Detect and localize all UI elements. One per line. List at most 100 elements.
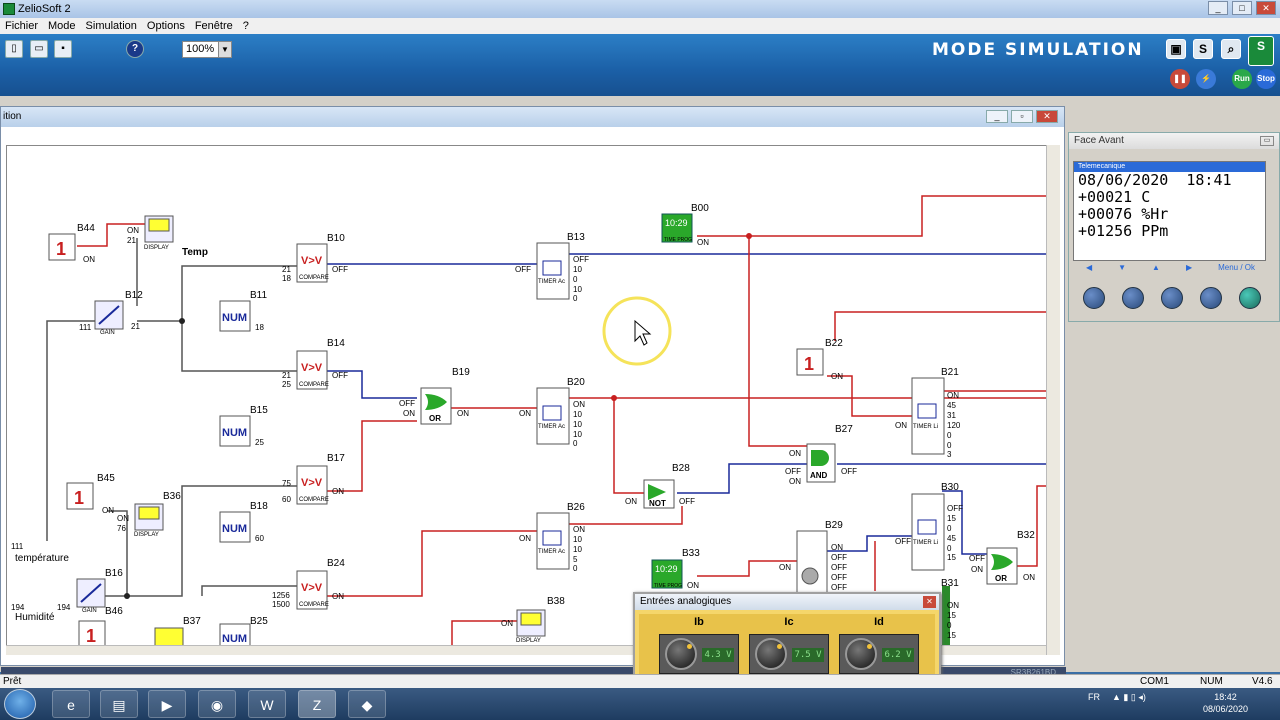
and-gate-b27[interactable]: AND	[806, 443, 836, 483]
left-button[interactable]	[1083, 287, 1105, 309]
svg-text:TIMER Ac: TIMER Ac	[538, 279, 565, 285]
zeliosoft-taskbar-icon[interactable]: Z	[298, 690, 336, 718]
new-file-icon[interactable]: ▯	[5, 40, 23, 58]
const-block-b45[interactable]: 1	[66, 482, 94, 510]
maximize-button[interactable]: □	[1232, 1, 1252, 15]
time-prog-b00[interactable]: 10:29 TIME PROG	[661, 213, 693, 243]
child-minimize-button[interactable]: _	[986, 110, 1008, 123]
diagram-window-title: ition _ ▫ ✕	[1, 107, 1064, 127]
block-b29[interactable]	[796, 530, 828, 602]
child-close-button[interactable]: ✕	[1036, 110, 1058, 123]
num-block-b25[interactable]: NUM	[219, 623, 251, 645]
svg-text:OFF: OFF	[969, 554, 985, 563]
wire	[137, 265, 297, 322]
const-block-b22[interactable]: 1	[796, 348, 824, 376]
pause-icon[interactable]: ❚❚	[1170, 69, 1190, 89]
display-block-b38[interactable]: DISPLAY	[516, 609, 546, 644]
timer-block-b21[interactable]: TIMER Li	[911, 377, 945, 455]
menu-ok-button[interactable]	[1239, 287, 1261, 309]
monitor-icon[interactable]: ▣	[1166, 39, 1186, 59]
gain-block-b12[interactable]: GAIN	[94, 300, 124, 336]
ie-icon[interactable]: e	[52, 690, 90, 718]
svg-text:45: 45	[947, 534, 956, 543]
humidite-label: Humidité	[15, 612, 55, 623]
compare-block-b17[interactable]: V>V COMPARE	[296, 465, 329, 505]
display-block-b44[interactable]: DISPLAY	[144, 215, 174, 251]
chrome-icon[interactable]: ◉	[198, 690, 236, 718]
analog-value: 7.5 V	[792, 648, 824, 662]
timer-block-b30[interactable]: TIMER Li	[911, 493, 945, 571]
language-indicator[interactable]: FR	[1088, 692, 1100, 702]
app-taskbar-icon[interactable]: ◆	[348, 690, 386, 718]
svg-text:COMPARE: COMPARE	[299, 602, 329, 608]
help-icon[interactable]: ?	[126, 40, 144, 58]
display-block-b37[interactable]	[154, 627, 184, 645]
wire	[567, 506, 683, 525]
tray-icons[interactable]: ▲ ▮ ▯ ◂)	[1112, 692, 1146, 702]
folder-icon[interactable]: ▤	[100, 690, 138, 718]
analog-input-id: Id 6.2 V	[839, 616, 919, 674]
menu-help[interactable]: ?	[242, 20, 249, 32]
save-icon[interactable]: ▪	[54, 40, 72, 58]
timer-block-b13[interactable]: TIMER Ac	[536, 242, 570, 300]
zoom-icon[interactable]: ⌕	[1221, 39, 1241, 59]
down-button[interactable]	[1122, 287, 1144, 309]
horizontal-scrollbar[interactable]	[6, 645, 1046, 655]
lightning-icon[interactable]: ⚡	[1196, 69, 1216, 89]
num-block-b15[interactable]: NUM	[219, 415, 251, 447]
run-button[interactable]: Run	[1232, 69, 1252, 89]
close-button[interactable]: ✕	[1256, 1, 1276, 15]
zoom-select[interactable]: 100% ▼	[182, 41, 232, 58]
block-b31[interactable]	[942, 586, 950, 645]
menu-simulation[interactable]: Simulation	[85, 20, 137, 32]
svg-text:COMPARE: COMPARE	[299, 497, 329, 503]
analog-knob[interactable]	[665, 638, 697, 670]
face-avant-close-button[interactable]: ▭	[1260, 136, 1274, 146]
menu-fenetre[interactable]: Fenêtre	[194, 20, 233, 32]
svg-text:194: 194	[11, 603, 25, 612]
temperature-label: température	[15, 553, 69, 564]
gain-block-b16[interactable]: GAIN	[76, 578, 106, 614]
analog-knob[interactable]	[845, 638, 877, 670]
open-folder-icon[interactable]: ▭	[30, 40, 48, 58]
vertical-scrollbar[interactable]	[1046, 145, 1060, 655]
s-icon[interactable]: S	[1193, 39, 1213, 59]
or-gate-b32[interactable]: OR	[986, 547, 1018, 585]
menu-fichier[interactable]: Fichier	[5, 20, 39, 32]
compare-block-b14[interactable]: V>V COMPARE	[296, 350, 329, 390]
svg-text:OFF: OFF	[947, 504, 963, 513]
time-prog-b33[interactable]: 10:29 TIME PROG	[651, 559, 683, 589]
svg-text:TIMER Ac: TIMER Ac	[538, 424, 565, 430]
compare-block-b10[interactable]: V>V COMPARE	[296, 243, 329, 283]
svg-text:76: 76	[117, 524, 126, 533]
word-icon[interactable]: W	[248, 690, 286, 718]
minimize-button[interactable]: _	[1208, 1, 1228, 15]
analog-knob[interactable]	[755, 638, 787, 670]
child-restore-button[interactable]: ▫	[1011, 110, 1033, 123]
or-gate-b19[interactable]: OR	[420, 387, 452, 425]
svg-text:TIME PROG: TIME PROG	[654, 583, 682, 589]
up-button[interactable]	[1161, 287, 1183, 309]
analog-close-button[interactable]: ✕	[923, 596, 936, 608]
timer-block-b26[interactable]: TIMER Ac	[536, 512, 570, 570]
menu-options[interactable]: Options	[146, 20, 185, 32]
compare-block-b24[interactable]: V>V COMPARE	[296, 570, 329, 610]
display-block-b36[interactable]: DISPLAY	[134, 503, 164, 538]
not-gate-b28[interactable]: NOT	[643, 479, 675, 509]
start-button[interactable]	[4, 689, 36, 719]
svg-text:5: 5	[573, 555, 578, 564]
timer-block-b20[interactable]: TIMER Ac	[536, 387, 570, 445]
system-clock[interactable]: 18:42 08/06/2020	[1203, 691, 1248, 715]
num-block-b11[interactable]: NUM	[219, 300, 251, 332]
wire	[942, 390, 1046, 392]
num-block-b18[interactable]: NUM	[219, 511, 251, 543]
const-block-b44[interactable]: 1	[48, 233, 76, 261]
stop-button[interactable]: Stop	[1256, 69, 1276, 89]
const-block-b46[interactable]: 1	[78, 620, 106, 645]
media-player-icon[interactable]: ▶	[148, 690, 186, 718]
menu-mode[interactable]: Mode	[48, 20, 76, 32]
fbd-canvas[interactable]: 1 1 1 1	[6, 145, 1046, 645]
svg-text:TIMER Li: TIMER Li	[913, 424, 938, 430]
temp-label: Temp	[182, 247, 208, 258]
right-button[interactable]	[1200, 287, 1222, 309]
